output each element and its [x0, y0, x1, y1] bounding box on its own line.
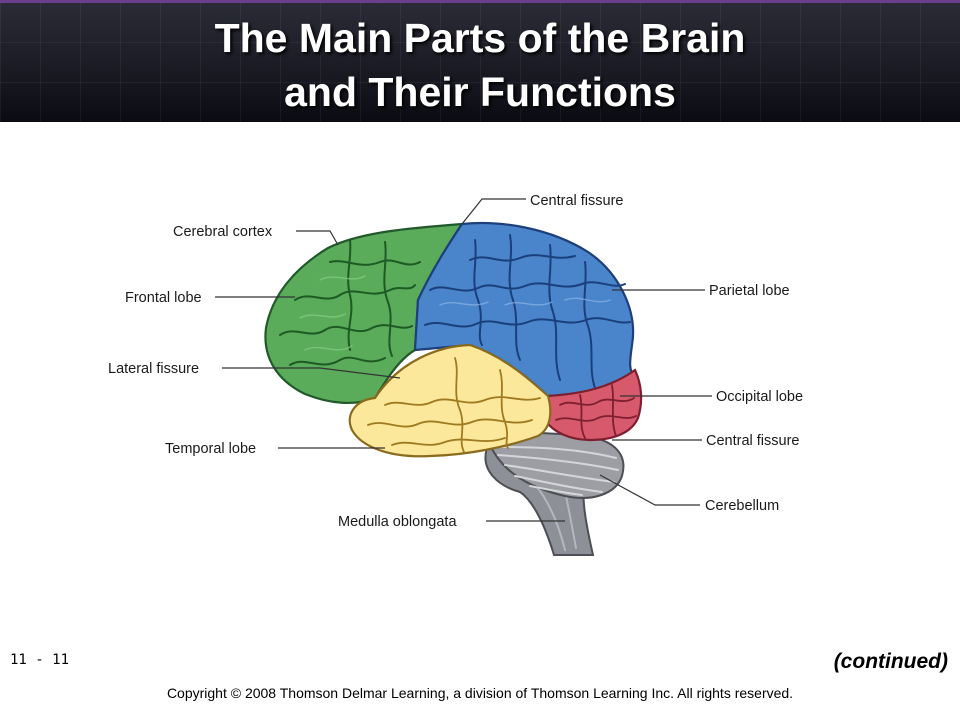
slide-title-line-2: and Their Functions — [284, 69, 676, 115]
brain-diagram: Cerebral cortex Frontal lobe Lateral fis… — [108, 193, 803, 556]
label-frontal-lobe: Frontal lobe — [125, 290, 202, 306]
slide-number: 11 - 11 — [10, 652, 70, 668]
title-bar: The Main Parts of the Brain and Their Fu… — [0, 0, 960, 122]
leader-cerebellum — [599, 474, 700, 506]
label-central-fissure-top: Central fissure — [530, 193, 623, 209]
label-central-fissure-lower: Central fissure — [706, 433, 799, 449]
label-parietal-lobe: Parietal lobe — [709, 283, 790, 299]
leader-cerebral-cortex — [296, 230, 339, 246]
slide-title-line-1: The Main Parts of the Brain — [214, 15, 746, 61]
label-lateral-fissure: Lateral fissure — [108, 361, 199, 377]
label-occipital-lobe: Occipital lobe — [716, 389, 803, 405]
leader-lateral-fissure — [222, 367, 401, 379]
label-temporal-lobe: Temporal lobe — [165, 441, 256, 457]
continued-note: (continued) — [833, 650, 948, 673]
label-medulla-oblongata: Medulla oblongata — [338, 514, 457, 530]
copyright-notice: Copyright © 2008 Thomson Delmar Learning… — [166, 685, 794, 701]
leader-central-fissure-top — [461, 198, 526, 225]
label-cerebellum: Cerebellum — [705, 498, 779, 514]
title-background-grid — [0, 3, 960, 122]
label-cerebral-cortex: Cerebral cortex — [173, 224, 273, 240]
